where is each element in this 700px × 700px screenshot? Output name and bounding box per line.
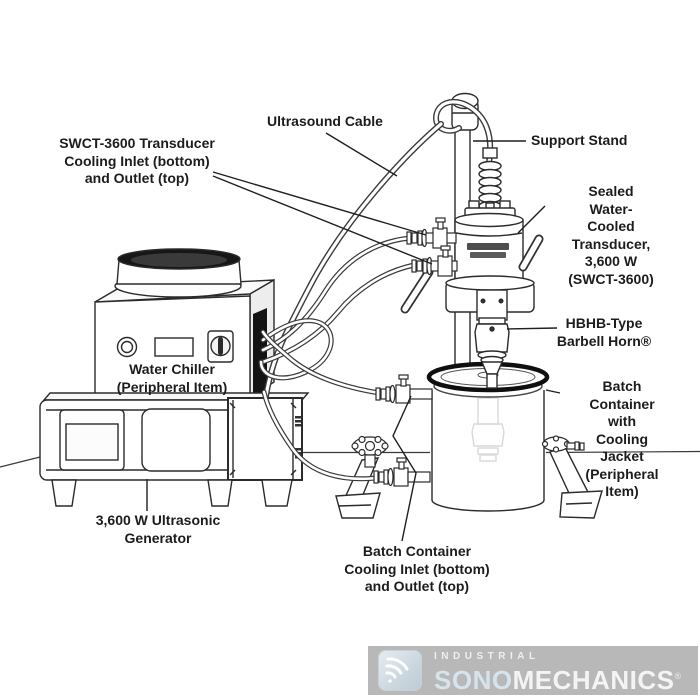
container-cooling-hoses (260, 329, 389, 482)
valve-transducer-inlet-bottom (411, 245, 458, 277)
logo-industrial: INDUSTRIAL (434, 651, 540, 662)
cooling-hoses-and-cable (258, 98, 494, 482)
barbell-horn (474, 289, 510, 389)
ghost-horn-inside (471, 397, 505, 462)
chiller-indicator-light (116, 336, 138, 358)
label-water-chiller: Water Chiller (Peripheral Item) (116, 361, 228, 395)
transducer-spring (478, 147, 502, 212)
chiller-display (154, 337, 194, 357)
label-barbell-horn: HBHB-Type Barbell Horn® (556, 315, 652, 349)
generator-feet (51, 479, 293, 507)
clamp-lever-right (518, 234, 544, 272)
container-cooling-fittings (351, 374, 585, 487)
ultrasonic-generator (39, 392, 310, 507)
transducer (400, 147, 544, 389)
transducer-nameplate (467, 243, 509, 250)
clamp-lever-left (400, 267, 434, 314)
chiller-reservoir (114, 248, 242, 298)
label-support-stand: Support Stand (531, 132, 628, 148)
sound-waves-icon (378, 650, 422, 691)
label-ultrasound-cable: Ultrasound Cable (267, 113, 383, 129)
logo-text: INDUSTRIAL SONOMECHANICS® (434, 651, 682, 693)
label-swct-cooling: SWCT-3600 Transducer Cooling Inlet (bott… (59, 135, 215, 186)
chiller-power-switch (207, 330, 234, 363)
fitting-container-right (541, 435, 585, 453)
water-chiller (94, 248, 275, 402)
label-batch-cooling: Batch Container Cooling Inlet (bottom) a… (344, 543, 490, 594)
label-batch-container: Batch Container with Cooling Jacket (Per… (585, 378, 659, 499)
handwheel-valve-front (351, 435, 389, 468)
fitting-container-inlet-bottom (373, 457, 431, 487)
sonomechanics-logo-bar: INDUSTRIAL SONOMECHANICS® (368, 646, 698, 695)
pointer-lines (146, 132, 561, 542)
transducer-cooling-hoses (258, 235, 417, 381)
logo-sonomechanics: SONOMECHANICS® (434, 665, 682, 695)
transducer-cooling-valves (406, 217, 458, 277)
generator-front-panel (141, 408, 211, 472)
valve-transducer-outlet-top (406, 217, 457, 249)
label-generator: 3,600 W Ultrasonic Generator (95, 512, 221, 546)
generator-module (227, 397, 303, 481)
label-sealed-transducer: Sealed Water-Cooled Transducer, 3,600 W … (568, 183, 654, 287)
stand-leg-right (549, 446, 603, 519)
fitting-container-outlet-top (375, 374, 433, 404)
